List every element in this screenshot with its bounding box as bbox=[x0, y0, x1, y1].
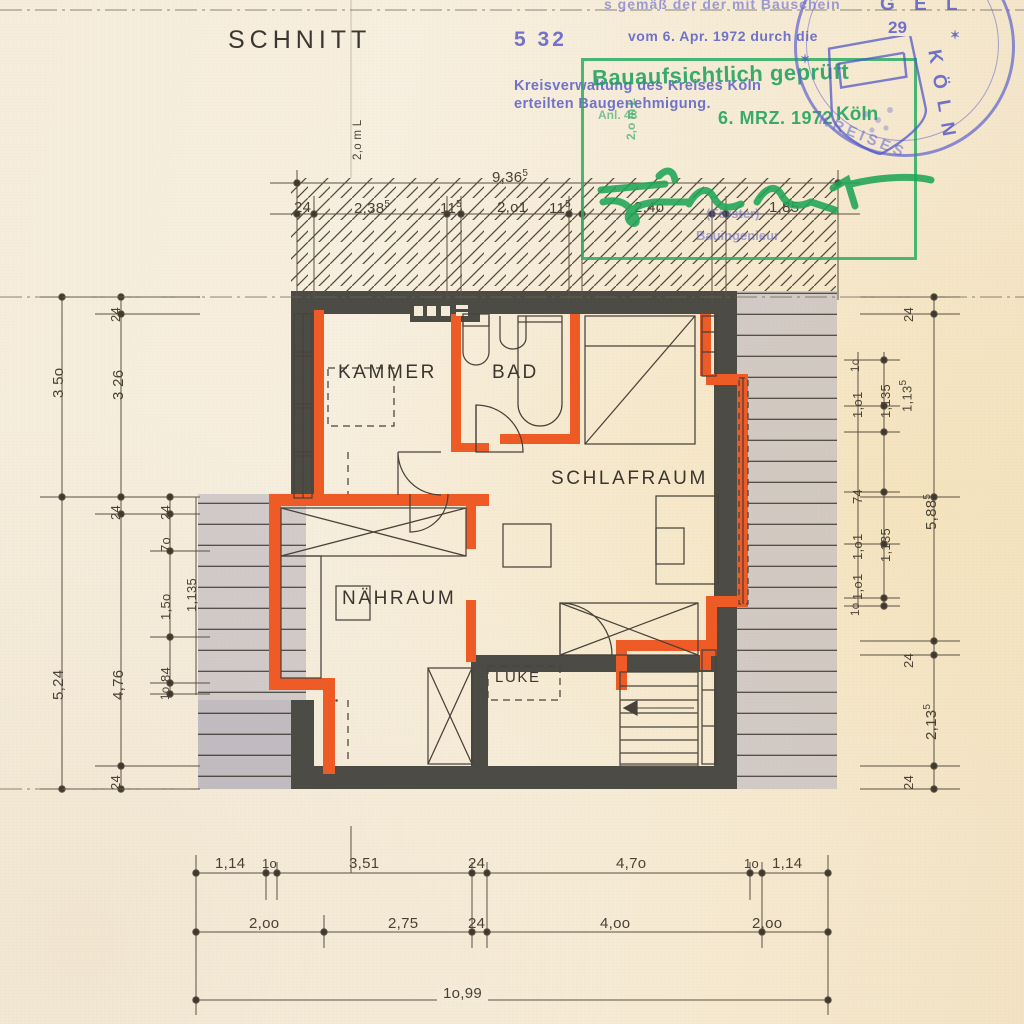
nahraum-bed bbox=[280, 507, 467, 557]
roof-hatch-left bbox=[198, 494, 306, 789]
dim-left-524: 5,24 bbox=[50, 669, 67, 700]
dim-rcb-1135b: 1,135 bbox=[878, 527, 893, 562]
dim-rcb-1135c: 1,135 bbox=[898, 379, 915, 412]
dim-right-24b: 24 bbox=[901, 652, 916, 668]
dim-bot1-470: 4,7o bbox=[616, 855, 647, 872]
dim-rc-101c: 1,o1 bbox=[850, 573, 865, 600]
dim-leftd-10: 1o bbox=[160, 686, 172, 700]
stamp-permit-line2: Kreisverwaltung des Kreises Köln bbox=[514, 78, 762, 94]
dim-bot1-351: 3,51 bbox=[349, 855, 380, 872]
room-label-kammer: KAMMER bbox=[338, 362, 437, 383]
dim-bot1-24: 24 bbox=[468, 855, 486, 872]
dim-right-2135: 2,135 bbox=[922, 703, 940, 740]
window-right-mid bbox=[738, 377, 749, 605]
green-small-note: 2,o m L bbox=[624, 97, 638, 140]
dim-bot2-275: 2,75 bbox=[388, 915, 419, 932]
signature-profession: Bauingenieur bbox=[696, 228, 780, 243]
dim-left-24a: 24 bbox=[108, 306, 123, 322]
bath-fixtures bbox=[462, 313, 563, 427]
dim-top-vertical-note: 2,o m L bbox=[352, 119, 364, 160]
stamp-top-cut-text: s gemäß der der mit Bauschein bbox=[604, 0, 841, 12]
round-stamp-top-text: G E L bbox=[880, 0, 965, 15]
green-stamp-box bbox=[581, 58, 917, 260]
dim-left-24b: 24 bbox=[108, 504, 123, 520]
stamp-permit-line1: vom 6. Apr. 1972 durch die bbox=[628, 28, 818, 44]
round-stamp-asterisk-icon: ✶ bbox=[800, 52, 811, 66]
room-label-bad: BAD bbox=[492, 362, 539, 383]
window-left bbox=[293, 313, 313, 499]
roof-hatch-right bbox=[731, 291, 837, 789]
dim-leftd-150: 1,5o bbox=[158, 593, 173, 620]
signature-role: (Förster) bbox=[706, 206, 760, 221]
window-right-bottom bbox=[701, 649, 717, 765]
dim-rc-74: 74 bbox=[850, 488, 865, 504]
dim-left-24c: 24 bbox=[108, 774, 123, 790]
room-label-schlafraum: SCHLAFRAUM bbox=[551, 468, 708, 489]
box-bottom-left bbox=[335, 699, 338, 702]
dim-top-2: 2,385 bbox=[354, 199, 391, 217]
dim-bot2-200b: 2,oo bbox=[752, 915, 783, 932]
round-stamp-asterisk2-icon: ✶ bbox=[950, 28, 961, 42]
luke-box bbox=[487, 665, 561, 701]
door-kammer bbox=[397, 451, 442, 496]
window-right-top bbox=[701, 315, 717, 377]
dim-bot1-10a: 1o bbox=[262, 856, 278, 871]
dim-right-24a: 24 bbox=[901, 306, 916, 322]
kammer-closet bbox=[327, 367, 395, 427]
green-stamp-small: Anl. 48 bbox=[598, 108, 638, 122]
linework bbox=[280, 305, 749, 767]
dim-bot1-114b: 1,14 bbox=[772, 855, 803, 872]
dim-top-5: 115 bbox=[549, 199, 572, 217]
schlafraum-furniture bbox=[502, 495, 719, 585]
room-label-nahraum: NÄHRAUM bbox=[342, 588, 457, 609]
stamp-permit-line3: erteilten Baugenehmigung. bbox=[514, 96, 711, 112]
dim-left-350: 3 5o bbox=[50, 367, 67, 398]
lower-closet-x bbox=[427, 667, 473, 765]
dim-rc-10b: 1o bbox=[850, 602, 862, 616]
nahraum-door-arc bbox=[409, 493, 449, 533]
dim-right-5885: 5,885 bbox=[922, 493, 940, 530]
dim-rc-10a: 1o bbox=[850, 358, 862, 372]
dim-top-1: 24 bbox=[294, 199, 312, 216]
dim-bot2-24: 24 bbox=[468, 915, 486, 932]
dim-bot1-10b: 1o bbox=[744, 856, 760, 871]
dim-leftd-84: 84 bbox=[158, 666, 173, 682]
dim-top-3: 115 bbox=[440, 199, 463, 217]
dim-top-overall: 9,365 bbox=[492, 168, 529, 186]
dim-left-476: 4,76 bbox=[110, 669, 127, 700]
dim-bot2-400: 4,oo bbox=[600, 915, 631, 932]
drawing-number: 5 32 bbox=[514, 28, 567, 51]
dim-rc-101a: 1,o1 bbox=[850, 391, 865, 418]
dim-bot1-114a: 1,14 bbox=[215, 855, 246, 872]
stair-landing bbox=[619, 699, 699, 767]
closet-upper-right bbox=[584, 315, 696, 445]
green-signature bbox=[597, 167, 935, 227]
nahraum-shelf bbox=[280, 555, 322, 679]
niche-slots bbox=[414, 305, 468, 316]
door-stairs bbox=[559, 602, 613, 656]
dim-top-4: 2,o1 bbox=[497, 199, 528, 216]
roof-hatch-top bbox=[291, 178, 836, 291]
dim-leftd-24: 24 bbox=[158, 504, 173, 520]
dim-bottom-total: 1o,99 bbox=[437, 985, 489, 1002]
dim-left-326: 3 26 bbox=[110, 369, 127, 400]
coat-of-arms-icon bbox=[827, 36, 928, 156]
stairs bbox=[619, 671, 699, 765]
dim-leftd-70: 7o bbox=[158, 536, 173, 552]
dim-right-24c: 24 bbox=[901, 774, 916, 790]
dim-rcb-1135a: 1,135 bbox=[878, 383, 893, 418]
round-stamp-number: 29 bbox=[888, 18, 907, 37]
green-stamp-date: 6. MRZ. 1972 bbox=[718, 108, 834, 128]
dim-leftd-1135: 1,135 bbox=[184, 577, 199, 612]
dim-bot2-200a: 2,oo bbox=[249, 915, 280, 932]
page-title: SCHNITT bbox=[228, 26, 372, 54]
door-bath bbox=[475, 404, 524, 453]
room-label-luke: LUKE bbox=[495, 669, 541, 686]
nahraum-table bbox=[335, 585, 371, 621]
dim-rc-101b: 1,o1 bbox=[850, 533, 865, 560]
